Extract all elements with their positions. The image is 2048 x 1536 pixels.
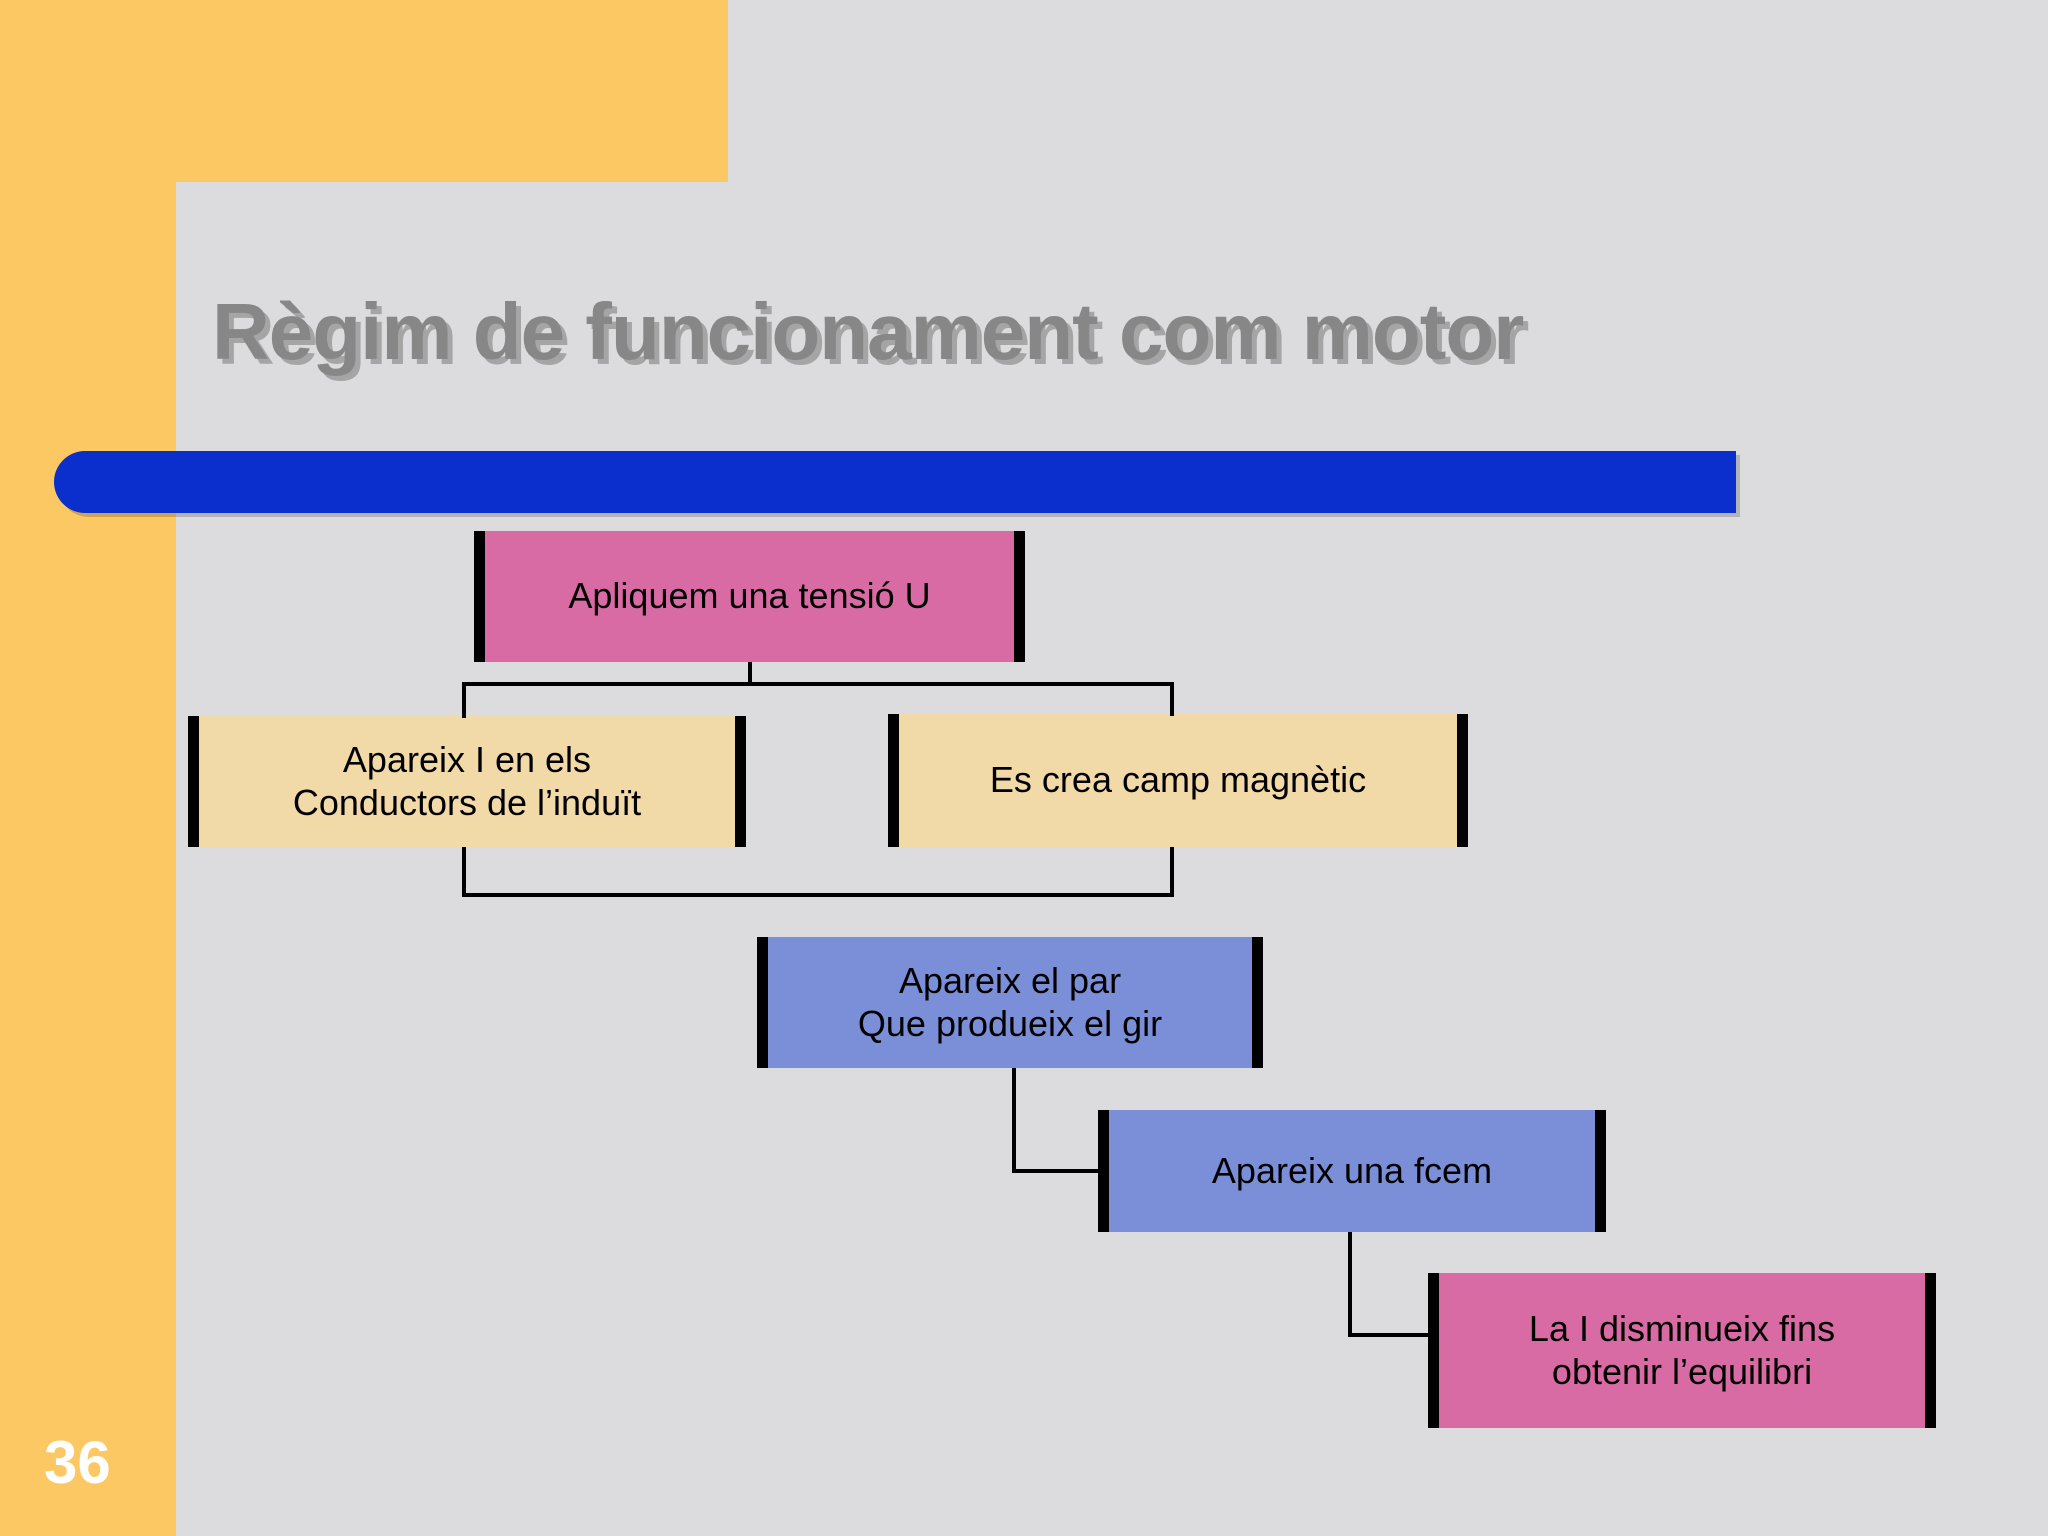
page-title: Règim de funcionament com motor: [212, 287, 1524, 376]
flow-node-camp-magnetic: Es crea camp magnètic: [888, 714, 1468, 847]
page-number: 36: [44, 1429, 111, 1496]
flow-node-par-line-2: Que produeix el gir: [857, 1002, 1163, 1044]
flow-node-apareix-i: Apareix I en els Conductors de l’induït: [188, 716, 746, 847]
connector-apareix-i-down: [462, 847, 466, 896]
flow-node-apareix-i-line-1: Apareix I en els: [342, 739, 592, 781]
gray-top-right-fill: [728, 0, 2048, 182]
flow-node-par-line-1: Apareix el par: [898, 960, 1122, 1002]
connector-fcem-down: [1348, 1232, 1352, 1337]
flow-node-par: Apareix el par Que produeix el gir: [757, 937, 1263, 1068]
flow-node-tensio: Apliquem una tensió U: [474, 531, 1025, 662]
orange-top-block: [0, 0, 728, 182]
connector-split-bus: [462, 682, 1174, 686]
connector-par-down: [1012, 1068, 1016, 1173]
flow-node-fcem-line-1: Apareix una fcem: [1211, 1149, 1493, 1191]
flow-node-equilibri: La I disminueix fins obtenir l’equilibri: [1428, 1273, 1936, 1428]
orange-left-band: [0, 0, 176, 1536]
flow-node-tensio-line-1: Apliquem una tensió U: [568, 575, 931, 617]
connector-tensio-stub: [748, 662, 752, 684]
connector-to-apareix-i: [462, 682, 466, 718]
flow-node-fcem: Apareix una fcem: [1098, 1110, 1606, 1232]
flow-node-camp-magnetic-line-1: Es crea camp magnètic: [989, 759, 1367, 801]
connector-fcem-across: [1348, 1333, 1434, 1337]
connector-to-camp: [1170, 682, 1174, 716]
connector-merge-bus: [462, 893, 1174, 897]
flow-node-equilibri-line-1: La I disminueix fins: [1528, 1308, 1836, 1350]
flow-node-apareix-i-line-2: Conductors de l’induït: [292, 781, 642, 823]
flow-node-equilibri-line-2: obtenir l’equilibri: [1551, 1350, 1813, 1392]
connector-par-across: [1012, 1169, 1102, 1173]
blue-divider-bar: [54, 451, 1736, 513]
connector-camp-down: [1170, 847, 1174, 896]
